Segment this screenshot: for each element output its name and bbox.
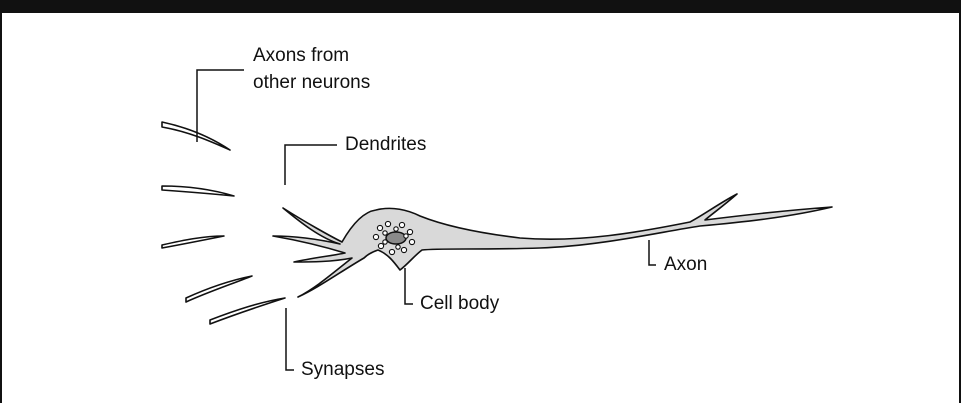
incoming-axon-4	[186, 276, 252, 302]
incoming-axon-3	[162, 236, 224, 248]
axons-from-leader	[197, 70, 244, 142]
incoming-axon-5	[210, 298, 285, 324]
dendrites-leader	[285, 145, 337, 185]
axon-label: Axon	[664, 254, 707, 276]
axons-from-label-line2: other neurons	[253, 72, 370, 94]
neuron-outline	[273, 194, 832, 297]
incoming-axon-2	[162, 186, 234, 196]
incoming-axon-1	[162, 122, 230, 150]
axon-leader	[649, 240, 656, 265]
synapses-label: Synapses	[301, 359, 384, 381]
cell-body-label: Cell body	[420, 293, 499, 315]
dendrites-label: Dendrites	[345, 134, 426, 156]
axons-from-label-line1: Axons from	[253, 45, 349, 67]
synapses-leader	[286, 308, 294, 370]
nucleus	[386, 232, 406, 244]
cell-body-leader	[405, 268, 413, 304]
incoming-axons	[162, 122, 285, 324]
